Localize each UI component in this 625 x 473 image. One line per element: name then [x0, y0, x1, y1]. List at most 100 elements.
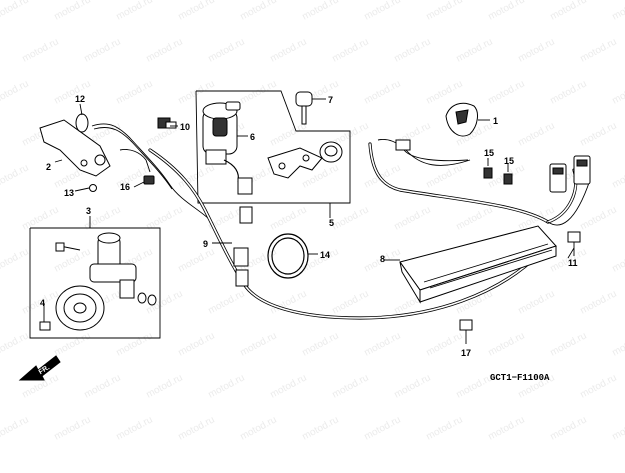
watermark-text: motod.ru — [177, 330, 217, 358]
watermark-text: motod.ru — [363, 330, 403, 358]
callout-8: 8 — [380, 254, 385, 264]
front-label: FR. — [38, 364, 51, 376]
watermark-text: motod.ru — [239, 78, 279, 106]
bolt-15a — [483, 158, 493, 179]
callout-11: 11 — [568, 258, 578, 268]
watermark-text: motod.ru — [487, 330, 527, 358]
watermark-text: motod.ru — [83, 36, 123, 64]
cover-1 — [445, 102, 490, 137]
callout-15b: 15 — [504, 156, 514, 166]
callout-17: 17 — [461, 348, 471, 358]
watermark-text: motod.ru — [115, 330, 155, 358]
watermark-text: motod.ru — [517, 288, 557, 316]
ignition-switch — [202, 101, 253, 195]
watermark-text: motod.ru — [0, 330, 31, 358]
watermark-text: motod.ru — [549, 414, 589, 442]
watermark-text: motod.ru — [301, 414, 341, 442]
watermark-text: motod.ru — [425, 414, 465, 442]
watermark-text: motod.ru — [177, 414, 217, 442]
watermark-text: motod.ru — [393, 372, 433, 400]
watermark-text: motod.ru — [363, 414, 403, 442]
seat-lock-bracket — [39, 103, 111, 192]
grommet — [319, 141, 343, 163]
watermark-text: motod.ru — [549, 0, 589, 23]
watermark-text: motod.ru — [455, 204, 495, 232]
watermark-text: motod.ru — [331, 36, 371, 64]
callout-1: 1 — [493, 116, 498, 126]
switch-cover — [267, 147, 323, 179]
watermark-text: motod.ru — [363, 78, 403, 106]
watermark-text: motod.ru — [611, 246, 625, 274]
watermark-text: motod.ru — [301, 330, 341, 358]
watermark-text: motod.ru — [549, 330, 589, 358]
watermark-text: motod.ru — [611, 162, 625, 190]
watermark-text: motod.ru — [611, 414, 625, 442]
watermark-text: motod.ru — [425, 330, 465, 358]
front-arrow-icon: FR. — [18, 355, 61, 381]
watermark-text: motod.ru — [269, 372, 309, 400]
watermark-text: motod.ru — [425, 0, 465, 23]
watermark-text: motod.ru — [0, 246, 31, 274]
watermark-text: motod.ru — [425, 78, 465, 106]
watermark-text: motod.ru — [393, 36, 433, 64]
callout-4: 4 — [40, 298, 45, 308]
watermark-text: motod.ru — [579, 120, 619, 148]
callout-2: 2 — [46, 162, 51, 172]
watermark-text: motod.ru — [145, 372, 185, 400]
watermark-text: motod.ru — [331, 204, 371, 232]
watermark-text: motod.ru — [177, 0, 217, 23]
callout-3: 3 — [86, 206, 91, 216]
watermark-text: motod.ru — [0, 0, 31, 23]
watermark-text: motod.ru — [0, 414, 31, 442]
callout-16: 16 — [120, 182, 130, 192]
band — [267, 233, 318, 279]
callout-5: 5 — [329, 218, 334, 228]
callout-15a: 15 — [484, 148, 494, 158]
key — [295, 91, 326, 125]
watermark-text: motod.ru — [579, 204, 619, 232]
callout-10: 10 — [180, 122, 190, 132]
watermark-text: motod.ru — [53, 0, 93, 23]
watermark-text: motod.ru — [207, 36, 247, 64]
watermark-text: motod.ru — [115, 78, 155, 106]
watermark-text: motod.ru — [239, 414, 279, 442]
watermark-text: motod.ru — [177, 246, 217, 274]
watermark-text: motod.ru — [331, 288, 371, 316]
watermark-text: motod.ru — [239, 330, 279, 358]
callout-6: 6 — [250, 132, 255, 142]
watermark-text: motod.ru — [549, 78, 589, 106]
bolt-15b — [503, 164, 513, 185]
watermark-text: motod.ru — [611, 0, 625, 23]
watermark-text: motod.ru — [611, 330, 625, 358]
connector-a — [239, 206, 253, 224]
watermark-text: motod.ru — [269, 120, 309, 148]
watermark-text: motod.ru — [207, 288, 247, 316]
watermark-text: motod.ru — [487, 0, 527, 23]
watermark-text: motod.ru — [425, 162, 465, 190]
control-module — [384, 225, 557, 304]
watermark-text: motod.ru — [0, 162, 31, 190]
callout-13: 13 — [64, 188, 74, 198]
watermark-text: motod.ru — [455, 372, 495, 400]
watermark-text: motod.ru — [487, 78, 527, 106]
watermark-text: motod.ru — [53, 330, 93, 358]
bolt-17 — [459, 319, 473, 344]
nut-16 — [143, 175, 155, 185]
watermark-text: motod.ru — [269, 204, 309, 232]
callout-14: 14 — [320, 250, 330, 260]
watermark-text: motod.ru — [83, 372, 123, 400]
diagram-code: GCT1−F1100A — [490, 373, 550, 383]
watermark-text: motod.ru — [115, 414, 155, 442]
watermark-text: motod.ru — [393, 204, 433, 232]
connector-pair — [549, 155, 591, 193]
watermark-text: motod.ru — [115, 0, 155, 23]
watermark-text: motod.ru — [301, 0, 341, 23]
bolt-10 — [157, 117, 177, 129]
watermark-text: motod.ru — [363, 162, 403, 190]
watermark-text: motod.ru — [579, 372, 619, 400]
watermark-text: motod.ru — [21, 36, 61, 64]
watermark-text: motod.ru — [455, 36, 495, 64]
watermark-text: motod.ru — [53, 78, 93, 106]
watermark-text: motod.ru — [53, 414, 93, 442]
